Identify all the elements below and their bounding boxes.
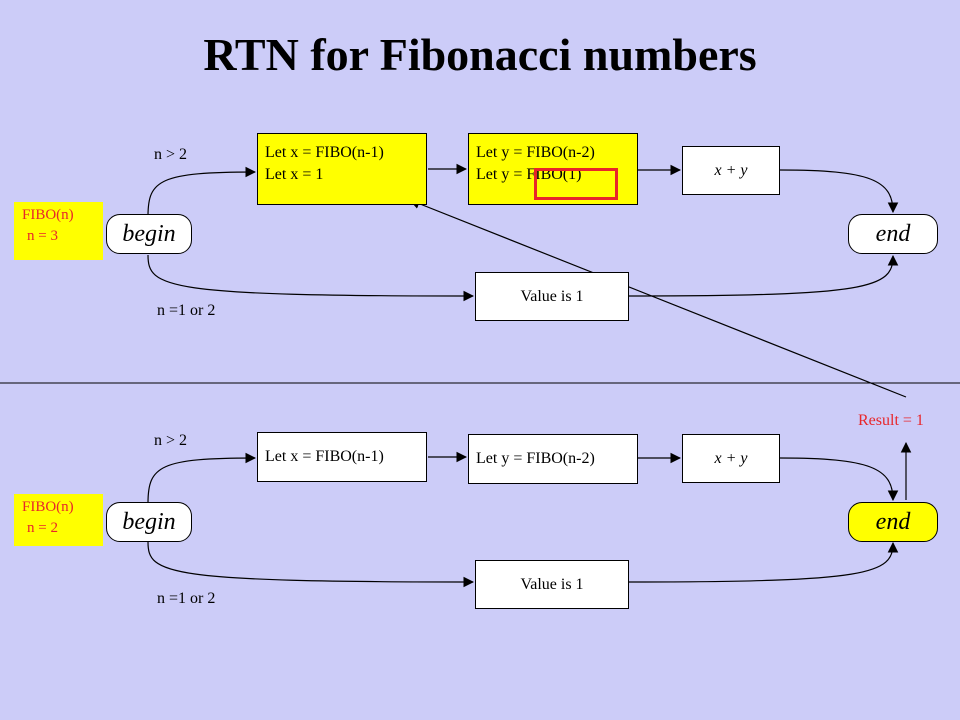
top-edge-begin-to-base [147,254,475,302]
fibo-1-highlight [534,168,618,200]
top-branch-upper-label: n > 2 [154,146,188,163]
bottom-step-y-box: Let y = FIBO(n-2) [468,434,638,484]
top-call-label: FIBO(n) [22,207,74,223]
bottom-branch-lower-label: n =1 or 2 [157,590,216,607]
bottom-edge-sum-to-end [779,457,899,502]
bottom-branch-upper-label: n > 2 [154,432,188,449]
top-base-case-box: Value is 1 [475,272,629,321]
bottom-sum-box: x + y [682,434,780,483]
top-call-value: n = 3 [27,228,58,244]
top-step-x-box: Let x = FIBO(n-1) Let x = 1 [257,133,427,205]
bottom-edge-base-to-end [628,541,899,583]
bottom-end-node: end [848,502,938,542]
top-edge-begin-to-x [147,166,257,217]
bottom-call-value: n = 2 [27,520,58,536]
top-step-x-line1: Let x = FIBO(n-1) [265,144,384,161]
bottom-call-label: FIBO(n) [22,499,74,515]
top-branch-lower-label: n =1 or 2 [157,302,216,319]
bottom-begin-node: begin [106,502,192,542]
top-end-node: end [848,214,938,254]
result-label: Result = 1 [858,412,924,429]
bottom-call-info: FIBO(n) n = 2 [14,494,103,546]
bottom-base-case-box: Value is 1 [475,560,629,609]
slide-title: RTN for Fibonacci numbers [203,29,757,80]
bottom-edge-begin-to-x [147,452,257,504]
return-arrow [408,198,907,398]
top-edge-sum-to-end [779,169,899,214]
bottom-step-x-box: Let x = FIBO(n-1) [257,432,427,482]
top-edge-base-to-end [628,254,899,297]
top-sum-box: x + y [682,146,780,195]
top-call-info: FIBO(n) n = 3 [14,202,103,260]
top-step-x-line2: Let x = 1 [265,166,324,183]
top-begin-node: begin [106,214,192,254]
bottom-edge-begin-to-base [147,541,475,588]
top-step-y-line1: Let y = FIBO(n-2) [476,144,595,161]
